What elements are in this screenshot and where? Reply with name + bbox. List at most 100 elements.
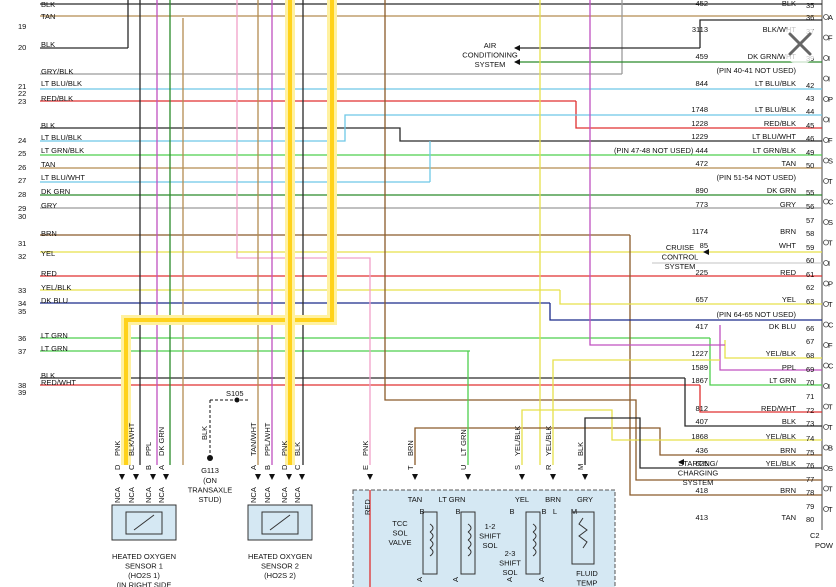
right-circuit-number: 413 (695, 513, 708, 522)
oxygen-sensor-2-pin-arrow (286, 474, 292, 480)
trans-wire-color: BRN (406, 440, 415, 456)
right-edge-letter: A (828, 13, 833, 22)
oxygen-sensor-1-wire-color: PNK (113, 441, 122, 456)
right-edge-letter: S (828, 218, 833, 227)
right-edge-letter: B (828, 444, 833, 453)
right-wire-label: DK BLU (769, 322, 796, 331)
left-pin-number: 20 (18, 43, 26, 52)
fluid-temp-label: TEMP (577, 579, 598, 587)
wire-route (699, 19, 822, 48)
oxygen-sensor-1-pin-letter: B (144, 465, 153, 470)
oxygen-sensor-1-pin-letter: C (127, 464, 136, 470)
right-circuit-number: 812 (695, 404, 708, 413)
right-pin-number: 45 (806, 121, 814, 130)
tcc-solenoid-winding (429, 539, 434, 549)
right-wire-label: BLK (782, 417, 796, 426)
left-pin-number: 35 (18, 307, 26, 316)
trans-pin-arrow (519, 474, 525, 480)
shift-23-solenoid-winding (532, 539, 537, 549)
right-wire-label: (PIN 64-65 NOT USED) (717, 310, 797, 319)
right-pin-number: 57 (806, 216, 814, 225)
shift-12-label: 1-2 (485, 522, 496, 531)
right-wire-label: (PIN 51-54 NOT USED) (717, 173, 797, 182)
right-pin-number: 44 (806, 107, 814, 116)
trans-inner-label: BRN (545, 495, 561, 504)
connector-pin-circle (823, 362, 829, 369)
trans-pin-arrow (465, 474, 471, 480)
right-circuit-number: 85 (700, 241, 708, 250)
right-pin-number: 78 (806, 488, 814, 497)
right-edge-letter: T (828, 403, 833, 412)
shift-23-label: 2-3 (505, 549, 516, 558)
trans-pin-letter: R (544, 464, 553, 470)
connector-pin-circle (823, 260, 829, 266)
right-edge-letter: S (828, 464, 833, 473)
oxygen-sensor-1-pin-letter: A (157, 465, 166, 470)
right-pin-number: 55 (806, 188, 814, 197)
trans-wire-color: YEL/BLK (513, 426, 522, 456)
wire-route (559, 290, 822, 305)
right-pin-number: 49 (806, 148, 814, 157)
right-wire-label: GRY (780, 200, 796, 209)
shift-12-solenoid-winding (467, 539, 472, 549)
left-wire-label: BLK (41, 121, 55, 130)
right-circuit-number: 1227 (691, 349, 708, 358)
connector-pin-circle (823, 342, 829, 348)
right-wire-label: TAN (782, 513, 796, 522)
trans-inner-label: RED (363, 499, 372, 515)
right-wire-label: BRN (780, 486, 796, 495)
starting-charging-system-text: STARTING/ (678, 459, 718, 468)
right-wire-label: DK GRN (767, 186, 796, 195)
oxygen-sensor-1-element (125, 511, 163, 535)
shift-23-solenoid-box (525, 511, 541, 575)
right-pin-number: 77 (806, 475, 814, 484)
connector-pin-circle (823, 96, 829, 102)
wire-route (40, 114, 822, 142)
oxygen-sensor-1-pin-tag: NCA (157, 487, 166, 503)
right-circuit-number: 452 (695, 0, 708, 8)
oxygen-sensor-1-caption: SENSOR 1 (125, 562, 163, 571)
oxygen-sensor-1-wire-color: PPL (144, 442, 153, 456)
left-pin-number: 33 (18, 286, 26, 295)
right-pin-number: 67 (806, 337, 814, 346)
right-edge-letter: T (828, 300, 833, 309)
right-circuit-number: 1868 (691, 432, 708, 441)
left-wire-label: LT GRN (41, 331, 68, 340)
close-button[interactable] (780, 24, 820, 64)
ground-point (207, 455, 213, 461)
air-conditioning-arrow-2 (514, 59, 520, 65)
right-edge-letter: P (828, 95, 833, 104)
right-edge-letter: T (828, 505, 833, 514)
trans-pin-arrow (367, 474, 373, 480)
right-edge-letter: S (828, 157, 833, 166)
right-edge-letter: I (828, 382, 830, 391)
right-wire-label: PPL (782, 363, 796, 372)
right-wire-label: LT BLU/BLK (755, 105, 796, 114)
oxygen-sensor-2-wire-color: TAN/WHT (249, 422, 258, 456)
trans-wire-color: PNK (361, 441, 370, 456)
wire-route (684, 378, 822, 427)
trans-pin-letter: E (361, 465, 370, 470)
trans-wire-color: BLK (576, 442, 585, 456)
connector-pin-circle (823, 75, 829, 82)
connector-pin-circle (823, 14, 829, 20)
connector-pin-circle (823, 219, 829, 225)
oxygen-sensor-1-pin-tag: NCA (113, 487, 122, 503)
wire-route (719, 325, 822, 371)
trans-inner-label: LT GRN (439, 495, 466, 504)
oxygen-sensor-1-pin-letter: D (113, 464, 122, 470)
connector-pin-circle (823, 424, 829, 430)
right-wire-label: RED (780, 268, 796, 277)
right-pin-number: 36 (806, 13, 814, 22)
oxygen-sensor-2-wire-color: PNK (280, 441, 289, 456)
right-pin-number: 68 (806, 351, 814, 360)
trans-pin-letter-inner: B (541, 507, 546, 516)
right-pin-number: 62 (806, 283, 814, 292)
left-wire-label: GRY (41, 201, 57, 210)
oxygen-sensor-2-pin-tag: NCA (263, 487, 272, 503)
oxygen-sensor-1-pin-arrow (163, 474, 169, 480)
left-pin-number: 27 (18, 176, 26, 185)
left-pin-number: 34 (18, 299, 26, 308)
right-pin-number: 60 (806, 256, 814, 265)
